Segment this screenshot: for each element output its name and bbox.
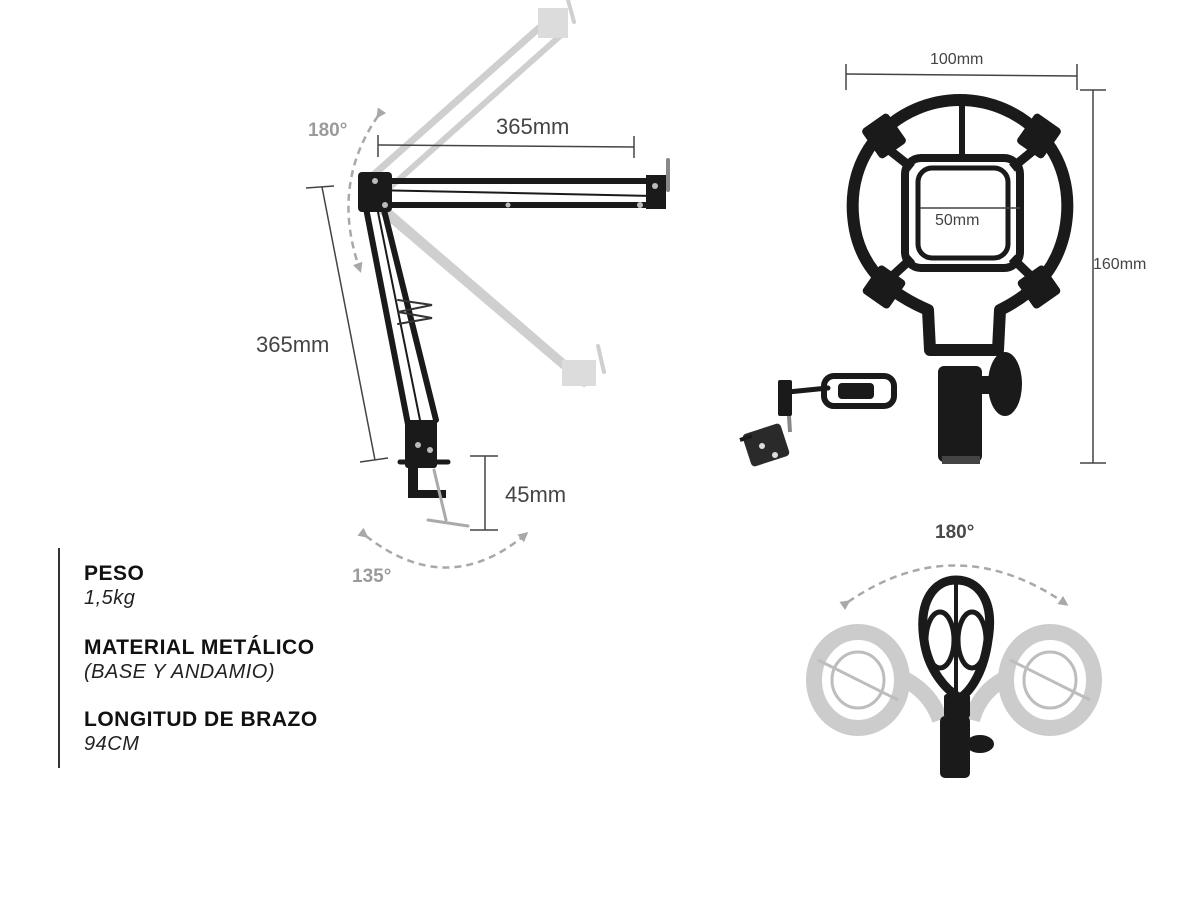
spec-weight: PESO 1,5kg xyxy=(84,562,144,610)
arm-vertical-length: 365mm xyxy=(256,332,330,357)
shock-mount xyxy=(846,94,1074,356)
spec-value: (BASE Y ANDAMIO) xyxy=(84,661,276,683)
mount-rotation-ghost-inner xyxy=(817,650,1091,710)
spec-list: PESO 1,5kg MATERIAL METÁLICO (BASE Y AND… xyxy=(58,548,420,768)
mount-inner-diameter: 50mm xyxy=(935,212,980,229)
spec-title: PESO xyxy=(84,562,145,585)
mount-rotation-front xyxy=(918,575,994,704)
clamp-height: 45mm xyxy=(505,482,567,507)
shock-mount-pads xyxy=(862,113,1061,464)
spec-value: 94CM xyxy=(84,733,140,755)
spec-title: MATERIAL METÁLICO xyxy=(84,636,315,659)
mounted-thumbnail xyxy=(739,373,897,467)
boom-arm xyxy=(358,158,670,528)
mount-width: 100mm xyxy=(930,51,984,68)
arm-horizontal-length: 365mm xyxy=(496,114,570,139)
shock-mount-dimension-lines xyxy=(845,64,1106,464)
spec-title: LONGITUD DE BRAZO xyxy=(84,708,318,731)
spec-value: 1,5kg xyxy=(84,587,136,609)
spec-arm-length: LONGITUD DE BRAZO 94CM xyxy=(84,708,318,756)
top-rotation-label: 180° xyxy=(308,120,348,141)
base-rotation-label: 135° xyxy=(352,566,392,587)
boom-arm-ghost-positions xyxy=(358,0,606,387)
boom-arm-dimension-lines xyxy=(305,135,635,531)
mount-rotation-label: 180° xyxy=(935,522,975,543)
mount-rotation-ghosts xyxy=(806,624,1102,736)
spec-material: MATERIAL METÁLICO (BASE Y ANDAMIO) xyxy=(84,636,315,684)
mount-height: 160mm xyxy=(1093,256,1147,273)
mount-rotation-handle xyxy=(940,694,994,778)
base-rotation-arrow xyxy=(357,527,529,569)
top-rotation-arrow xyxy=(347,107,387,273)
